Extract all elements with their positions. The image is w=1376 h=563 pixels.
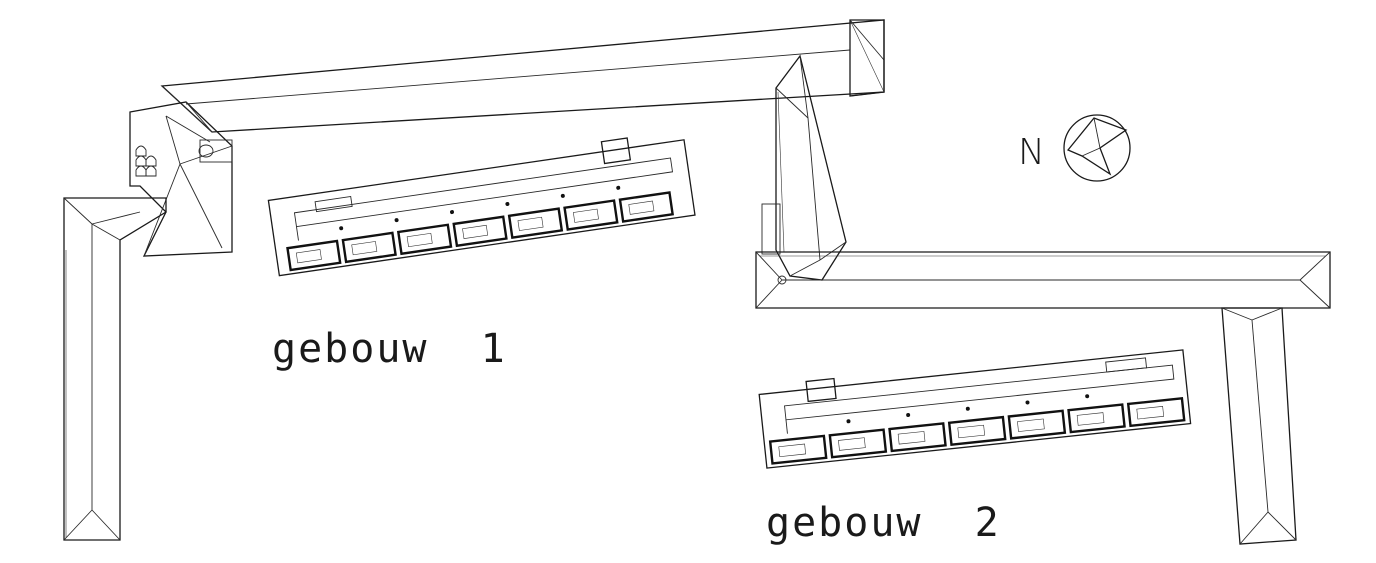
label-gebouw-1: gebouw 1 xyxy=(272,326,507,372)
floor-plan-gebouw-2 xyxy=(758,349,1192,469)
roof-building-east xyxy=(755,54,1331,545)
label-north: N xyxy=(1018,132,1045,173)
floor-plan-gebouw-1 xyxy=(267,137,696,277)
roof-building-west xyxy=(63,19,885,541)
label-gebouw-2: gebouw 2 xyxy=(766,500,1001,546)
north-arrow-icon xyxy=(1063,114,1131,182)
